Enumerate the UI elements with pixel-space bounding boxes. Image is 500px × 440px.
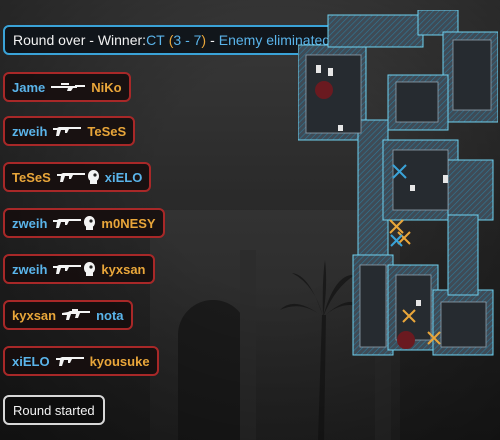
killer-name: xiELO (12, 353, 50, 369)
ak47-rifle-icon (55, 355, 84, 367)
kill-feed-entry: xiELO kyousuke (3, 346, 159, 376)
victim-name: kyousuke (89, 353, 150, 369)
kill-feed-entry: zweih m0NESY (3, 208, 165, 238)
bombsite-marker (397, 331, 415, 349)
kill-feed-entry: Jame NiKo (3, 72, 131, 102)
background-archway (178, 300, 248, 440)
round-score: (3 - 7) (168, 32, 207, 48)
notice-separator: - (210, 32, 215, 48)
ak47-rifle-icon (53, 125, 82, 137)
ct-death-marker-icon (392, 164, 407, 179)
kill-feed-entry: zweih kyxsan (3, 254, 155, 284)
kill-feed-entry: kyxsan nota (3, 300, 133, 330)
round-end-reason: Enemy eliminated (218, 32, 331, 48)
victim-name: xiELO (104, 169, 143, 185)
bombsite-marker (315, 81, 333, 99)
headshot-icon (84, 262, 96, 276)
radar-obstacles (305, 39, 492, 348)
awp-rifle-icon (51, 82, 86, 92)
killer-name: zweih (12, 123, 48, 139)
radar-minimap (298, 10, 498, 356)
round-over-notice: Round over - Winner: CT (3 - 7) - Enemy … (3, 25, 341, 55)
winner-team: CT (146, 32, 165, 48)
background-pillar (240, 250, 256, 440)
round-over-prefix: Round over - Winner: (13, 32, 147, 48)
victim-name: m0NESY (101, 215, 156, 231)
killer-name: zweih (12, 215, 48, 231)
round-started-label: Round started (13, 402, 95, 418)
killer-name: TeSeS (12, 169, 51, 185)
ct-death-marker-icon (390, 234, 403, 247)
victim-name: NiKo (91, 79, 122, 95)
kill-feed-entry: zweih TeSeS (3, 116, 136, 146)
killer-name: zweih (12, 261, 48, 277)
killer-name: Jame (12, 79, 46, 95)
victim-name: kyxsan (101, 261, 146, 277)
round-started-notice: Round started (3, 395, 105, 425)
headshot-icon (87, 170, 99, 184)
radar-small-icons (316, 65, 448, 306)
ak47-rifle-icon (53, 217, 82, 229)
victim-name: TeSeS (87, 123, 127, 139)
ak47-rifle-icon (53, 263, 82, 275)
m4-rifle-icon (62, 309, 91, 321)
t-death-marker-icon (389, 219, 441, 345)
killer-name: kyxsan (12, 307, 57, 323)
kill-feed-entry: TeSeS xiELO (3, 162, 152, 192)
headshot-icon (84, 216, 96, 230)
palm-tree-silhouette (280, 260, 360, 440)
ak47-rifle-icon (56, 171, 85, 183)
victim-name: nota (96, 307, 124, 323)
